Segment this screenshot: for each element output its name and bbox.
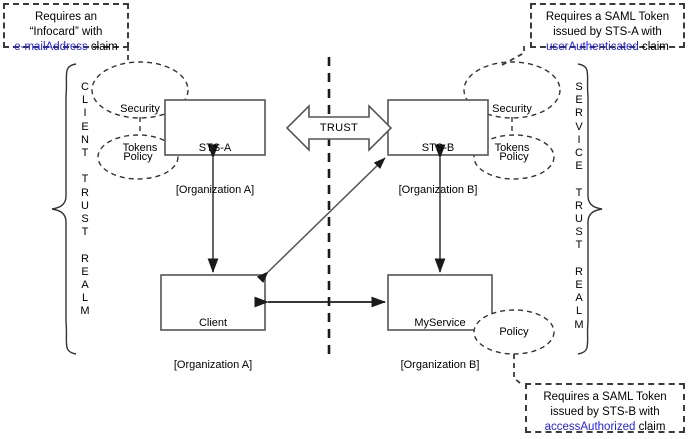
callout-infocard-claim: e-mailAddress	[14, 41, 88, 53]
security-tokens-a-line1: Security	[120, 103, 160, 115]
myservice-label: MyService [Organization B]	[388, 288, 492, 400]
security-tokens-b-line2: Tokens	[494, 142, 530, 154]
client-realm-brace	[51, 63, 77, 355]
sts-a-label: STS-A [Organization A]	[165, 113, 265, 225]
callout-saml-sts-b-tail	[513, 354, 521, 384]
myservice-title: MyService	[414, 317, 466, 329]
policy-b-label: Policy	[499, 151, 529, 163]
sts-a-title: STS-A	[198, 142, 232, 154]
callout-saml-sts-b-claim-suffix: claim	[635, 421, 666, 433]
policy-a-ellipse	[97, 134, 179, 180]
callout-saml-sts-b-line3: accessAuthorized claim	[527, 420, 683, 435]
client-org: [Organization A]	[173, 359, 253, 371]
service-realm-brace	[577, 63, 603, 355]
trust-block-arrow	[285, 104, 393, 152]
callout-saml-sts-a-line3: userAuthenticated claim	[532, 40, 683, 55]
security-tokens-b-line1: Security	[492, 103, 532, 115]
callout-saml-sts-b-claim: accessAuthorized	[544, 421, 636, 433]
security-tokens-a-ellipse	[91, 61, 189, 119]
callout-saml-sts-b: Requires a SAML Token issued by STS-B wi…	[525, 383, 685, 433]
client-box	[160, 274, 266, 331]
client-label: Client [Organization A]	[161, 288, 265, 400]
service-trust-realm-label: S E R V I C E T R U S T R E A L M	[574, 81, 584, 331]
sts-b-org: [Organization B]	[398, 184, 478, 196]
sts-a-org: [Organization A]	[175, 184, 255, 196]
callout-infocard-line2: “Infocard” with	[29, 26, 103, 38]
callout-saml-sts-a-claim-suffix: claim	[638, 41, 669, 53]
security-tokens-b-label: Security Tokens	[464, 77, 560, 181]
callout-infocard: Requires an “Infocard” with e-mailAddres…	[3, 3, 129, 53]
callout-saml-sts-b-line1: Requires a SAML Token	[543, 391, 667, 403]
policy-b-ellipse	[473, 134, 555, 180]
trust-arrow-label: TRUST	[319, 122, 359, 134]
sts-b-title: STS-B	[421, 142, 455, 154]
sts-b-label: STS-B [Organization B]	[388, 113, 488, 225]
callout-saml-sts-a-line1: Requires a SAML Token	[545, 11, 670, 23]
callout-saml-sts-b-line2: issued by STS-B with	[550, 406, 660, 418]
myservice-box	[387, 274, 493, 331]
callout-saml-sts-a-claim: userAuthenticated	[546, 41, 639, 53]
callout-saml-sts-a-tail	[499, 46, 525, 67]
callout-infocard-line1: Requires an	[34, 11, 97, 23]
callout-infocard-claim-suffix: claim	[87, 41, 118, 53]
policy-a-label: Policy	[123, 151, 153, 163]
security-tokens-a-line2: Tokens	[122, 142, 158, 154]
myservice-org: [Organization B]	[400, 359, 480, 371]
callout-saml-sts-a: Requires a SAML Token issued by STS-A wi…	[530, 3, 685, 53]
policy-service-label: Policy	[499, 326, 529, 338]
callout-saml-sts-a-line2: issued by STS-A with	[553, 26, 662, 38]
client-title: Client	[198, 317, 228, 329]
security-tokens-a-label: Security Tokens	[92, 77, 188, 181]
callout-infocard-line3: e-mailAddress claim	[5, 40, 127, 55]
client-trust-realm-label: C L I E N T T R U S T R E A L M	[80, 81, 90, 318]
arrow-client-sts-b	[256, 157, 386, 284]
